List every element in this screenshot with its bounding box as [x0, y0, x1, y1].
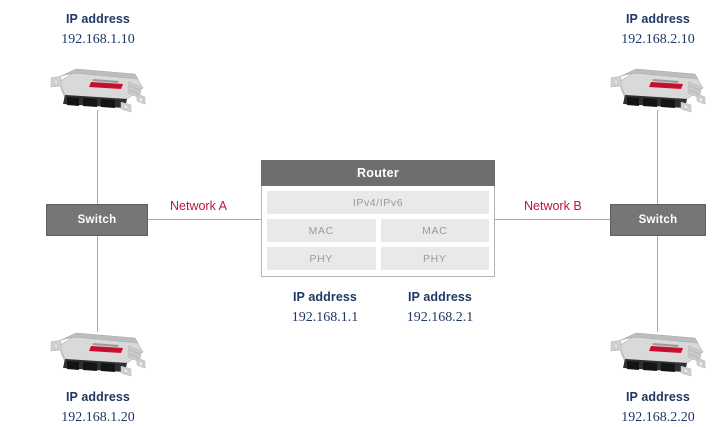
ip-label-bottom-left: IP address 192.168.1.20 — [8, 388, 188, 427]
ip-label-title: IP address — [625, 390, 690, 404]
left-switch-label: Switch — [77, 214, 117, 226]
router-protocol-stack: IPv4/IPv6 MAC MAC PHY PHY — [261, 186, 495, 277]
ip-label-router-left-interface: IP address 192.168.1.1 — [240, 288, 410, 328]
ip-label-title: IP address — [65, 390, 130, 404]
ip-label-value: 192.168.2.1 — [406, 310, 474, 326]
ip-label-top-left: IP address 192.168.1.10 — [8, 10, 188, 50]
ip-label-title: IP address — [292, 290, 357, 304]
ip-label-router-right-interface: IP address 192.168.2.1 — [355, 288, 525, 328]
ip-label-bottom-right: IP address 192.168.2.20 — [568, 388, 726, 427]
router-node[interactable]: Router IPv4/IPv6 MAC MAC PHY PHY — [261, 160, 495, 277]
ip-label-value: 192.168.1.20 — [61, 410, 135, 426]
link-left-switch-to-router — [148, 219, 261, 220]
router-layer-phy-right: PHY — [380, 247, 489, 270]
ip-label-title: IP address — [625, 12, 690, 26]
link-top-right-device-to-switch — [657, 110, 658, 205]
ip-label-value: 192.168.1.10 — [61, 32, 135, 48]
ip-label-value: 192.168.2.20 — [621, 410, 695, 426]
left-switch-node[interactable]: Switch — [46, 204, 148, 236]
ecu-device-icon-top-right — [610, 68, 706, 113]
router-layer-phy-left: PHY — [267, 247, 376, 270]
router-layer-mac-left: MAC — [267, 219, 376, 242]
ip-label-title: IP address — [65, 12, 130, 26]
ecu-device-icon-bottom-right — [610, 332, 706, 377]
router-title: Router — [356, 166, 400, 180]
router-mac-row: MAC MAC — [267, 219, 489, 242]
link-bottom-left-device-to-switch — [97, 236, 98, 332]
ecu-device-icon-top-left — [50, 68, 146, 113]
router-header: Router — [261, 160, 495, 186]
ecu-device-icon-bottom-left — [50, 332, 146, 377]
ip-label-top-right: IP address 192.168.2.10 — [568, 10, 726, 50]
ip-label-value: 192.168.1.1 — [291, 310, 359, 326]
link-bottom-right-device-to-switch — [657, 236, 658, 332]
link-router-to-right-switch — [495, 219, 610, 220]
ip-label-title: IP address — [407, 290, 472, 304]
ip-label-value: 192.168.2.10 — [621, 32, 695, 48]
right-switch-node[interactable]: Switch — [610, 204, 706, 236]
router-layer-mac-right: MAC — [380, 219, 489, 242]
router-layer-network: IPv4/IPv6 — [267, 191, 489, 214]
link-top-left-device-to-switch — [97, 110, 98, 205]
network-b-label: Network B — [524, 199, 582, 213]
network-a-label: Network A — [170, 199, 227, 213]
router-phy-row: PHY PHY — [267, 247, 489, 270]
right-switch-label: Switch — [638, 214, 678, 226]
